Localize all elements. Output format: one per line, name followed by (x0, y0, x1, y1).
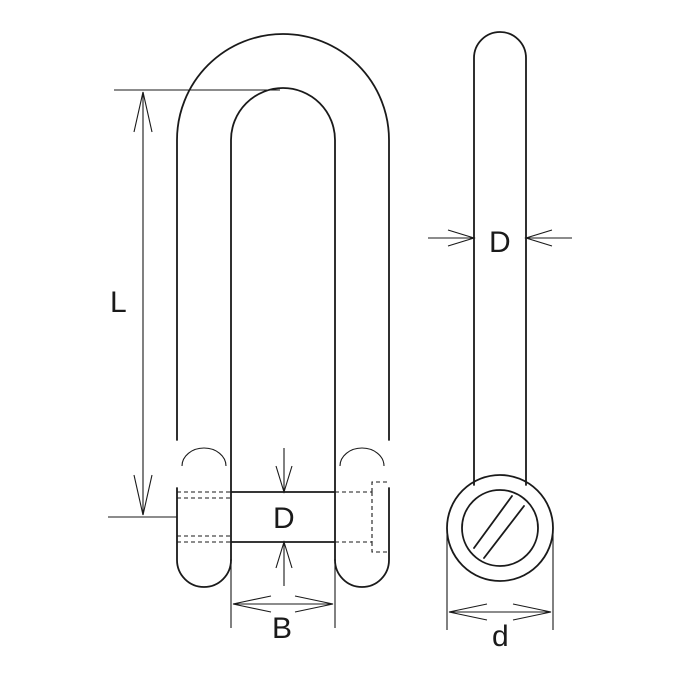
length-label: L (110, 286, 127, 319)
dimension-length: L (108, 89, 280, 518)
shackle-front-view (176, 33, 390, 588)
width-arrow-right (294, 595, 334, 613)
right-eye-contour (334, 487, 390, 588)
side-pin-slot-a (473, 495, 513, 549)
width-arrow-left (232, 595, 272, 613)
dimension-pin-diameter: D (273, 448, 295, 586)
body-diameter-label: D (489, 226, 511, 259)
inner-width-label: B (272, 612, 292, 645)
side-body-contour (473, 31, 527, 486)
right-eye-arc (339, 447, 385, 467)
dimension-body-diameter: D (428, 226, 572, 259)
shackle-inner-contour (230, 87, 336, 561)
shackle-outer-contour (176, 33, 390, 441)
body-dim-arrow-right (447, 229, 476, 247)
pin-dim-arrow-up (275, 540, 293, 569)
shackle-side-view (446, 31, 554, 582)
pin-dim-arrow-down (275, 465, 293, 494)
eye-arrow-right (512, 603, 552, 621)
length-arrow-bottom (133, 474, 153, 516)
pin-head-hidden (371, 481, 389, 553)
length-arrow-top (133, 91, 153, 133)
left-eye-contour (176, 487, 232, 588)
dimension-eye-diameter: d (446, 528, 554, 653)
body-dim-arrow-left (524, 229, 553, 247)
pin-diameter-label: D (273, 502, 295, 535)
eye-diameter-label: d (492, 620, 509, 653)
eye-arrow-left (448, 603, 488, 621)
side-pin-slot-b (483, 505, 525, 559)
dimension-inner-width: B (230, 560, 336, 645)
side-pin-head (461, 489, 539, 567)
left-eye-arc (181, 447, 227, 467)
